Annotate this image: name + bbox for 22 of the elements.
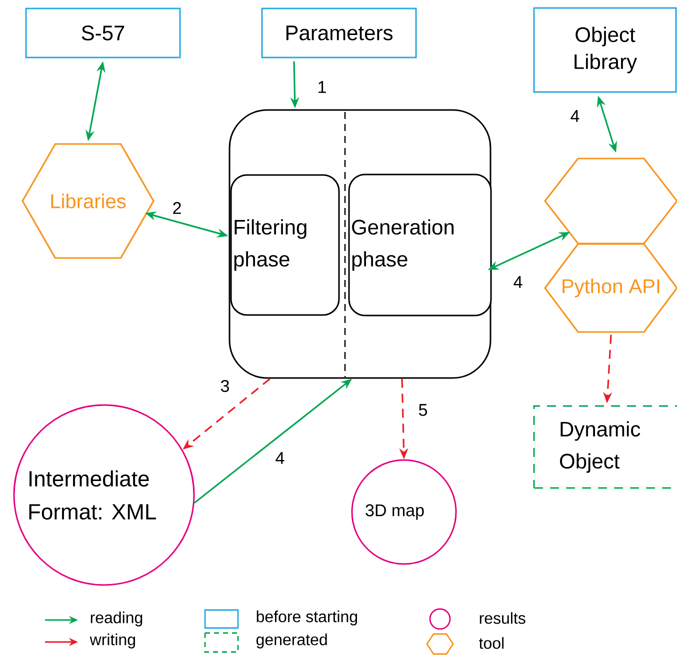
legend-label: before starting [256, 610, 358, 626]
edge-label: 4 [512, 275, 524, 289]
legend-label: reading [90, 612, 142, 626]
legend-label: tool [479, 637, 504, 649]
phase-box: Filtering phase [230, 174, 340, 316]
input-box: S-57 [25, 8, 181, 58]
edge-label: 3 [219, 378, 231, 393]
generated-box: Dynamic Object [533, 405, 677, 489]
edge-label: 2 [171, 201, 183, 215]
legend-label: writing [90, 634, 135, 648]
edge-label: 5 [417, 403, 429, 417]
legend-label: generated [256, 634, 327, 648]
input-box: Object Library [533, 7, 677, 93]
tool-hexagon [544, 158, 677, 244]
phase-box: Generation phase [348, 174, 492, 316]
edge-label: 1 [316, 80, 328, 94]
edge-label: 4 [569, 109, 581, 123]
tool-hexagon: Python API [544, 243, 677, 333]
legend-label: results [480, 612, 526, 624]
tool-hexagon: Libraries [22, 143, 154, 259]
input-box: Parameters [261, 8, 417, 58]
edge-label: 4 [274, 451, 286, 465]
